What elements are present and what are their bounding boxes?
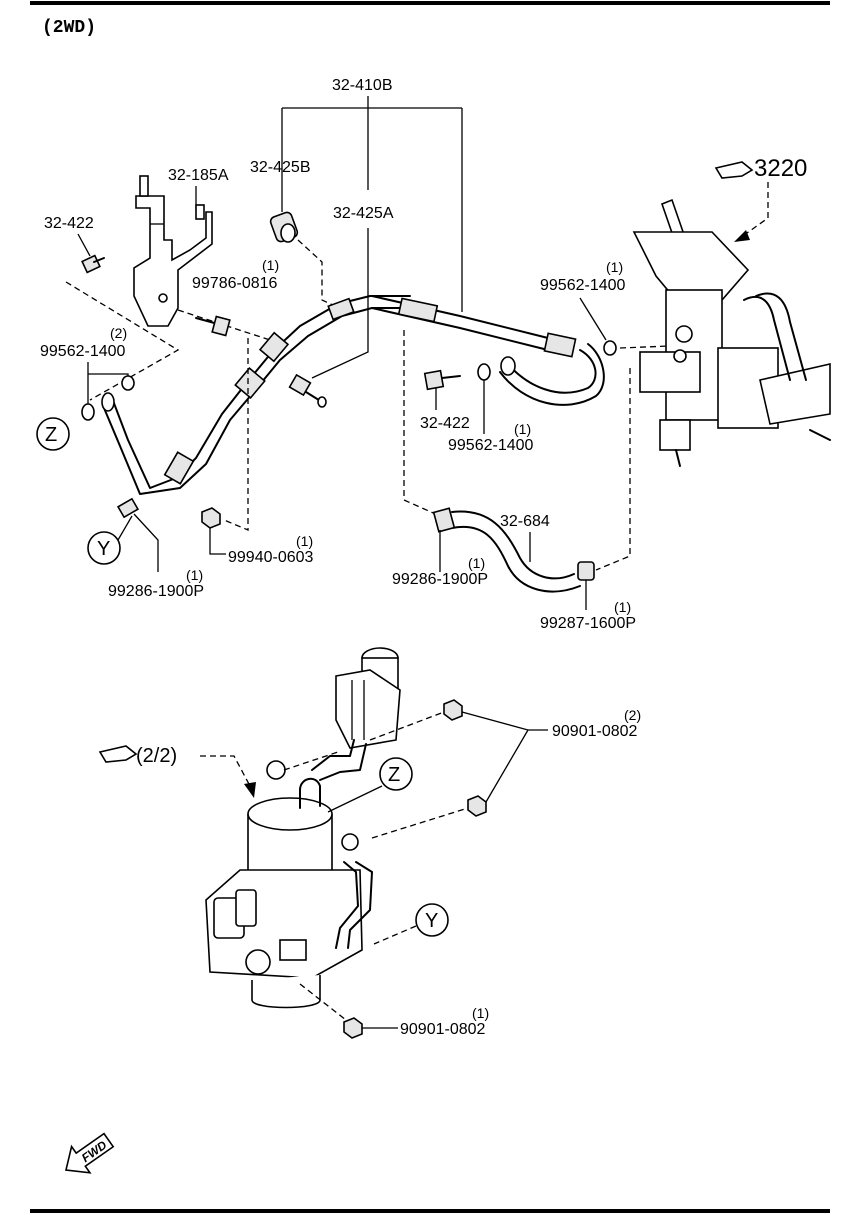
callout-y-lower bbox=[415, 903, 449, 937]
label-32-422-b: 32-422 bbox=[420, 415, 470, 432]
dash-nut-a bbox=[369, 711, 445, 741]
leader-99562-b bbox=[579, 297, 607, 341]
label-99286-a: 99286-1900P bbox=[108, 583, 204, 600]
bolt-32-422-a bbox=[81, 254, 105, 274]
callout-z-lower-text: Z bbox=[388, 764, 400, 786]
label-32-684: 32-684 bbox=[500, 513, 550, 530]
dash-return-left bbox=[223, 338, 249, 531]
steering-gear bbox=[632, 198, 831, 467]
label-32-410b: 32-410B bbox=[332, 77, 393, 94]
qty-99287: (1) bbox=[614, 599, 631, 615]
ref-2-2-text: (2/2) bbox=[136, 745, 177, 767]
ref-3220: 3220 bbox=[714, 155, 807, 242]
label-99940: 99940-0603 bbox=[228, 549, 314, 566]
nut-90901-a1 bbox=[443, 699, 463, 721]
label-99287: 99287-1600P bbox=[540, 615, 636, 632]
qty-99562-a: (2) bbox=[110, 325, 127, 341]
qty-99562-b: (1) bbox=[606, 259, 623, 275]
label-32-185a: 32-185A bbox=[168, 167, 229, 184]
qty-90901-a: (2) bbox=[624, 707, 641, 723]
leader-90901-a bbox=[461, 711, 548, 803]
reservoir-tank bbox=[335, 647, 401, 749]
ref-2-2: (2/2) bbox=[98, 745, 256, 798]
callout-y-upper-text: Y bbox=[97, 538, 110, 560]
qty-99940: (1) bbox=[296, 533, 313, 549]
dash-y-lower bbox=[373, 925, 417, 945]
arrow-2-2 bbox=[200, 755, 251, 787]
nut-99940 bbox=[201, 507, 221, 529]
qty-90901-b: (1) bbox=[472, 1005, 489, 1021]
dash-return-right bbox=[595, 368, 631, 571]
pointing-hand-icon-2-2 bbox=[98, 745, 138, 763]
leader-99286-a bbox=[133, 513, 159, 572]
electric-pump bbox=[205, 739, 373, 1009]
qty-99286-b: (1) bbox=[468, 555, 485, 571]
leader-32-425a bbox=[311, 228, 369, 379]
dash-return-mid bbox=[403, 330, 441, 517]
leader-32-410b bbox=[281, 96, 463, 312]
leader-z-lower bbox=[327, 785, 383, 813]
callout-z-upper-text: Z bbox=[45, 424, 57, 446]
hose-32-410b bbox=[101, 295, 411, 495]
label-90901-a: 90901-0802 bbox=[552, 723, 638, 740]
leader-32-422-a bbox=[77, 233, 91, 257]
fwd-arrow-icon bbox=[65, 1132, 115, 1174]
label-90901-b: 90901-0802 bbox=[400, 1021, 486, 1038]
label-99786: 99786-0816 bbox=[192, 275, 278, 292]
qty-99562-c: (1) bbox=[514, 421, 531, 437]
qty-99786: (1) bbox=[262, 257, 279, 273]
leader-callout-y bbox=[117, 515, 133, 541]
clamp-99286-a bbox=[116, 497, 140, 519]
dash-99562-b bbox=[619, 345, 671, 349]
washer-99562-a1 bbox=[121, 375, 135, 391]
nut-90901-b bbox=[343, 1017, 363, 1039]
bolt-99786 bbox=[195, 315, 231, 337]
dash-nut-b bbox=[371, 807, 469, 839]
fitting-32-425b bbox=[269, 211, 299, 243]
label-32-425b: 32-425B bbox=[250, 159, 311, 176]
return-pipe bbox=[499, 343, 605, 406]
washer-99562-b bbox=[603, 340, 617, 356]
variant-header: (2WD) bbox=[42, 18, 96, 38]
label-32-422-a: 32-422 bbox=[44, 215, 94, 232]
callout-y-upper bbox=[87, 531, 121, 565]
leader-99940 bbox=[209, 528, 226, 555]
arrow-3220 bbox=[739, 182, 769, 239]
label-99562-b: 99562-1400 bbox=[540, 277, 626, 294]
dash-bracket bbox=[177, 309, 271, 341]
nut-90901-a2 bbox=[467, 795, 487, 817]
ref-3220-text: 3220 bbox=[754, 155, 807, 182]
callout-z-upper bbox=[36, 417, 70, 451]
hose-32-684 bbox=[432, 507, 595, 593]
fitting-32-425a bbox=[288, 373, 327, 408]
washer-99562-c bbox=[477, 363, 491, 381]
washer-99562-a2 bbox=[81, 403, 95, 421]
dash-32-422-a bbox=[65, 281, 180, 401]
pointing-hand-icon-3220 bbox=[714, 161, 754, 179]
fwd-arrow: FWD bbox=[65, 1132, 115, 1174]
callout-y-lower-text: Y bbox=[425, 910, 438, 932]
bolt-32-422-b bbox=[423, 369, 461, 391]
dash-upper-pump-bolt bbox=[283, 751, 339, 771]
label-99562-c: 99562-1400 bbox=[448, 437, 534, 454]
label-32-425a: 32-425A bbox=[333, 205, 394, 222]
label-99286-b: 99286-1900P bbox=[392, 571, 488, 588]
pipe-to-gear bbox=[371, 295, 577, 358]
bracket-32-185a bbox=[133, 175, 213, 327]
callout-z-lower bbox=[379, 757, 413, 791]
qty-99286-a: (1) bbox=[186, 567, 203, 583]
label-99562-a: 99562-1400 bbox=[40, 343, 126, 360]
